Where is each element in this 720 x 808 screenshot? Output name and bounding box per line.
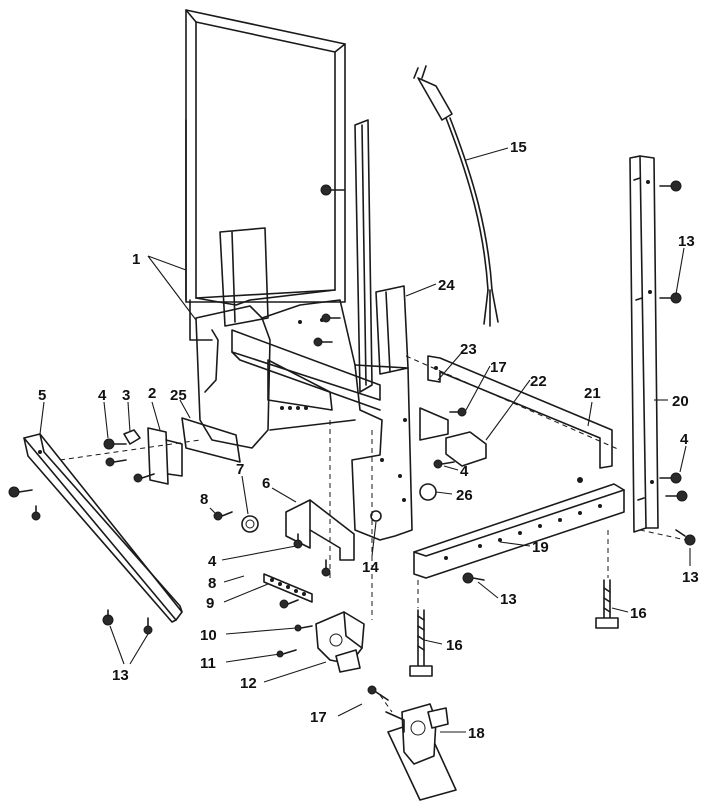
screw bbox=[105, 457, 127, 467]
leveling-leg-part-16-b bbox=[595, 579, 619, 629]
callout-17: 17 bbox=[490, 359, 507, 376]
callout-21: 21 bbox=[584, 385, 601, 402]
callout-16-b: 16 bbox=[630, 605, 647, 622]
alignment-lines bbox=[59, 355, 687, 713]
screw bbox=[294, 624, 313, 632]
screw bbox=[213, 511, 233, 521]
callout-22: 22 bbox=[530, 373, 547, 390]
screw bbox=[276, 649, 297, 658]
callout-7: 7 bbox=[236, 461, 244, 478]
screw bbox=[279, 599, 299, 609]
rail-part-20 bbox=[629, 155, 659, 533]
callout-8: 8 bbox=[200, 491, 208, 508]
bracket-part-2 bbox=[147, 427, 183, 485]
callout-12: 12 bbox=[240, 675, 257, 692]
leader-lines bbox=[39, 147, 691, 733]
valve-part-18 bbox=[385, 703, 457, 801]
cover-part-6 bbox=[285, 499, 355, 561]
screw bbox=[102, 609, 114, 626]
callout-9: 9 bbox=[206, 595, 214, 612]
callout-20: 20 bbox=[672, 393, 689, 410]
callout-4-d: 4 bbox=[680, 431, 689, 448]
screw bbox=[659, 292, 682, 304]
terminal-block-part-9 bbox=[263, 573, 313, 603]
screw bbox=[143, 617, 153, 635]
screw bbox=[313, 337, 333, 347]
screw bbox=[133, 473, 155, 483]
nut-part-14 bbox=[370, 510, 382, 522]
callout-14: 14 bbox=[362, 559, 379, 576]
callout-13: 13 bbox=[112, 667, 129, 684]
screw bbox=[367, 685, 389, 701]
callout-4: 4 bbox=[98, 387, 107, 404]
screw bbox=[665, 490, 688, 502]
screw bbox=[321, 313, 341, 323]
power-cord-part-15 bbox=[413, 65, 499, 327]
screw bbox=[321, 559, 331, 577]
leveling-leg-part-16 bbox=[409, 609, 433, 677]
plug-part-26 bbox=[419, 483, 437, 501]
callout-4-c: 4 bbox=[460, 463, 469, 480]
screw bbox=[462, 572, 485, 584]
callout-26: 26 bbox=[456, 487, 473, 504]
plate-part-25 bbox=[181, 417, 241, 463]
screw bbox=[8, 486, 33, 498]
screw bbox=[659, 472, 682, 484]
callout-11: 11 bbox=[200, 655, 216, 672]
screws bbox=[8, 180, 696, 701]
callout-10: 10 bbox=[200, 627, 217, 644]
bracket-part-23 bbox=[419, 407, 449, 441]
switch-part-12 bbox=[315, 611, 365, 673]
callout-2: 2 bbox=[148, 385, 156, 402]
callout-18: 18 bbox=[468, 725, 485, 742]
callout-25: 25 bbox=[170, 387, 187, 404]
callout-15: 15 bbox=[510, 139, 527, 156]
callout-5: 5 bbox=[38, 387, 46, 404]
screw bbox=[433, 459, 455, 469]
clip-part-3 bbox=[123, 429, 141, 445]
callout-4-b: 4 bbox=[208, 553, 217, 570]
roller-part-7 bbox=[241, 515, 259, 533]
upright-part-24 bbox=[354, 119, 409, 393]
screw bbox=[675, 529, 696, 546]
callout-3: 3 bbox=[122, 387, 130, 404]
screw bbox=[659, 180, 682, 192]
callout-19: 19 bbox=[532, 539, 549, 556]
rail-part-5 bbox=[23, 433, 183, 623]
rail-part-19 bbox=[413, 477, 625, 579]
callout-13-b: 13 bbox=[500, 591, 517, 608]
callout-6: 6 bbox=[262, 475, 270, 492]
screw bbox=[31, 505, 41, 521]
callout-24: 24 bbox=[438, 277, 455, 294]
callout-13-c: 13 bbox=[678, 233, 695, 250]
callout-labels: 1 2 3 4 5 6 7 8 9 10 11 12 13 14 15 16 1… bbox=[38, 139, 699, 742]
callout-23: 23 bbox=[460, 341, 477, 358]
screw bbox=[449, 407, 467, 417]
callout-1: 1 bbox=[132, 251, 140, 268]
bracket-part-22 bbox=[445, 431, 487, 467]
screw bbox=[320, 184, 345, 196]
callout-13-d: 13 bbox=[682, 569, 699, 586]
callout-8-b: 8 bbox=[208, 575, 216, 592]
callout-17-b: 17 bbox=[310, 709, 327, 726]
callout-16: 16 bbox=[446, 637, 463, 654]
tub-frame-part-1 bbox=[185, 9, 346, 341]
base-frame bbox=[195, 227, 413, 541]
screw bbox=[103, 438, 127, 450]
